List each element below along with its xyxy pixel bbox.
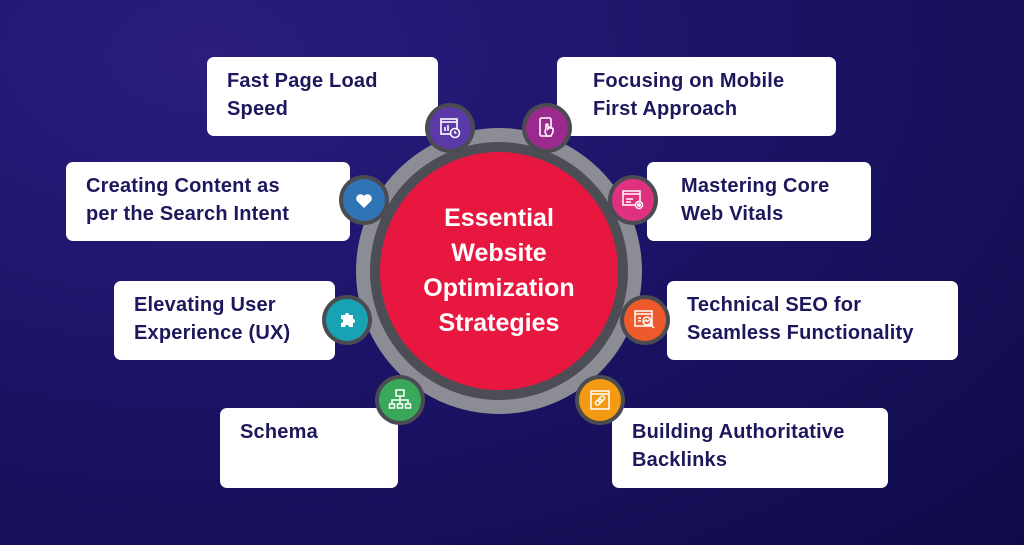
seo-analysis-icon bbox=[620, 295, 670, 345]
heart-icon bbox=[339, 175, 389, 225]
hub-title: Essential Website Optimization Strategie… bbox=[399, 201, 599, 341]
strategy-box-backlinks: Building Authoritative Backlinks bbox=[612, 408, 888, 488]
strategy-label: Creating Content as bbox=[86, 175, 280, 197]
strategy-box-fast-page-load: Fast Page Load Speed bbox=[207, 57, 438, 136]
strategy-box-search-intent: Creating Content as per the Search Inten… bbox=[66, 162, 350, 241]
strategy-label: per the Search Intent bbox=[86, 203, 290, 225]
strategy-label: Speed bbox=[227, 98, 289, 120]
strategy-label: Experience (UX) bbox=[134, 322, 291, 344]
strategy-label: Seamless Functionality bbox=[687, 322, 914, 344]
strategy-label: Mastering Core bbox=[681, 175, 830, 197]
strategy-box-mobile-first: Focusing on Mobile First Approach bbox=[557, 57, 836, 136]
sitemap-icon bbox=[375, 375, 425, 425]
hub-title-line: Website bbox=[451, 239, 547, 267]
strategy-label: Schema bbox=[240, 421, 318, 443]
hub-center-circle: Essential Website Optimization Strategie… bbox=[380, 152, 618, 390]
web-settings-icon bbox=[608, 175, 658, 225]
strategy-label: Web Vitals bbox=[681, 203, 784, 225]
strategy-label: Focusing on Mobile bbox=[593, 70, 785, 92]
speed-chart-icon bbox=[425, 103, 475, 153]
hub-title-line: Optimization bbox=[423, 274, 575, 302]
link-icon bbox=[575, 375, 625, 425]
strategy-box-schema: Schema bbox=[220, 408, 398, 488]
strategy-label: Building Authoritative bbox=[632, 421, 845, 443]
strategy-box-user-experience: Elevating User Experience (UX) bbox=[114, 281, 335, 360]
hub-title-line: Essential bbox=[444, 204, 554, 232]
strategy-label: First Approach bbox=[593, 98, 738, 120]
puzzle-icon bbox=[322, 295, 372, 345]
mobile-touch-icon bbox=[522, 103, 572, 153]
strategy-label: Technical SEO for bbox=[687, 294, 862, 316]
strategy-label: Elevating User bbox=[134, 294, 276, 316]
strategy-label: Fast Page Load bbox=[227, 70, 378, 92]
strategy-box-technical-seo: Technical SEO for Seamless Functionality bbox=[667, 281, 958, 360]
strategy-box-core-web-vitals: Mastering Core Web Vitals bbox=[647, 162, 871, 241]
strategy-label: Backlinks bbox=[632, 449, 728, 471]
hub-title-line: Strategies bbox=[438, 309, 560, 337]
